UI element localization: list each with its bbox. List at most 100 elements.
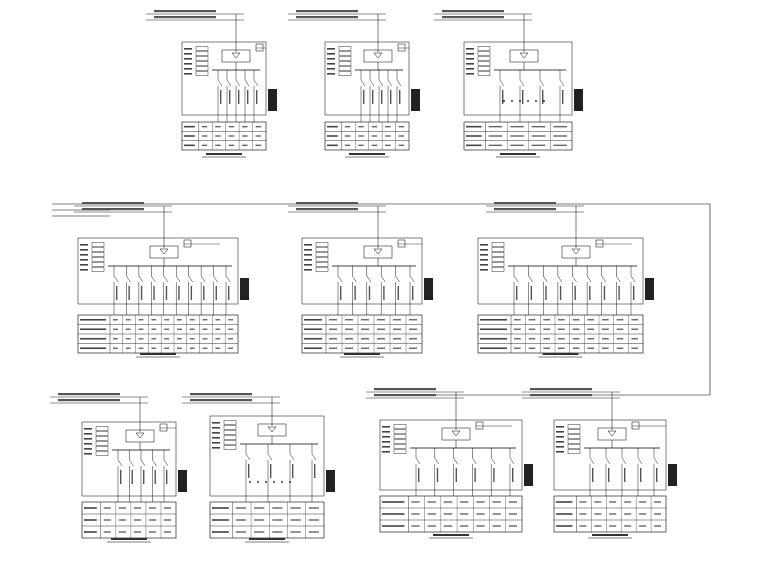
- table-row-label: [382, 513, 405, 515]
- meter-icon: [397, 239, 406, 248]
- parameter-label-text: [480, 254, 488, 256]
- feeder-label-text: [296, 208, 358, 211]
- surge-protector-label: [326, 470, 335, 492]
- panel-enclosure: [209, 415, 325, 497]
- circuit-breaker-contact: [557, 275, 563, 283]
- table-cell-value: [398, 135, 404, 137]
- table-cell-value: [398, 144, 404, 147]
- table-row-label: [480, 318, 507, 321]
- table-row-label: [466, 135, 482, 137]
- parameter-label-text: [84, 453, 92, 455]
- circuit-breaker-contact: [117, 459, 123, 467]
- parameter-value-box: [195, 66, 209, 71]
- circuit-label-text: [292, 464, 294, 478]
- table-cell-value: [602, 328, 609, 330]
- parameter-value-box: [393, 424, 407, 429]
- circuit-label-text: [436, 468, 439, 482]
- circuit-label-text: [502, 90, 504, 104]
- circuit-label-text: [455, 468, 457, 482]
- table-cell-value: [443, 501, 453, 503]
- table-cell-value: [189, 338, 195, 340]
- spare-dot: [535, 100, 537, 102]
- load-table: [379, 495, 523, 533]
- table-cell-value: [602, 338, 609, 340]
- table-cell-value: [510, 125, 524, 128]
- parameter-label-text: [212, 447, 220, 449]
- table-cell-value: [377, 338, 385, 340]
- panel-caption-text: [349, 153, 385, 155]
- table-row-label: [84, 531, 97, 533]
- breaker-triangle-icon: [373, 248, 383, 255]
- circuit-breaker-contact: [589, 457, 595, 465]
- circuit-label-text: [143, 470, 145, 484]
- panel-p6: [477, 202, 654, 358]
- parameter-label-text: [212, 442, 220, 444]
- circuit-label-text: [474, 468, 476, 482]
- table-cell-value: [609, 525, 617, 527]
- table-row-label: [327, 144, 338, 147]
- feeder-label-text: [296, 10, 358, 13]
- parameter-label-text: [480, 259, 488, 261]
- parameter-value-box: [491, 262, 505, 267]
- circuit-breaker-contact: [586, 275, 592, 283]
- circuit-breaker-contact: [519, 79, 525, 87]
- parameter-label-text: [184, 48, 192, 50]
- table-cell-value: [631, 338, 638, 340]
- panel-enclosure: [379, 419, 523, 491]
- parameter-label-text: [80, 264, 88, 266]
- circuit-label-text: [545, 286, 547, 300]
- breaker-triangle-icon: [267, 426, 277, 433]
- table-cell-value: [476, 525, 485, 527]
- table-cell-value: [361, 328, 369, 330]
- table-cell-value: [228, 125, 235, 128]
- table-cell-value: [272, 507, 283, 509]
- parameter-value-box: [91, 252, 105, 257]
- parameter-value-box: [338, 71, 352, 76]
- table-cell-value: [492, 501, 501, 503]
- table-cell-value: [272, 531, 283, 533]
- circuit-breaker-contact: [138, 275, 144, 283]
- circuit-label-text: [418, 468, 420, 482]
- feeder-label-text: [296, 16, 358, 19]
- table-cell-value: [242, 125, 248, 128]
- circuit-label-text: [228, 286, 230, 300]
- panel-caption-text: [500, 153, 536, 155]
- circuit-breaker-contact: [235, 79, 241, 87]
- parameter-label-text: [382, 451, 390, 453]
- meter-icon: [255, 43, 264, 52]
- table-row-label: [304, 347, 322, 350]
- parameter-label-text: [327, 58, 335, 60]
- table-row-label: [80, 347, 106, 350]
- parameter-label-text: [84, 433, 92, 435]
- parameter-label-text: [80, 259, 88, 261]
- parameter-value-box: [393, 444, 407, 449]
- table-cell-value: [528, 347, 536, 349]
- circuit-breaker-contact: [244, 79, 250, 87]
- table-cell-value: [616, 338, 624, 340]
- table-cell-value: [189, 347, 195, 349]
- table-row-label: [304, 337, 322, 340]
- circuit-label-text: [656, 468, 658, 482]
- panel-p8: [182, 393, 335, 543]
- feeder-label-text: [296, 202, 358, 205]
- circuit-breaker-contact: [434, 457, 439, 465]
- parameter-value-box: [477, 56, 491, 61]
- circuit-label-text: [220, 90, 222, 104]
- load-table: [324, 121, 410, 151]
- parameter-value-box: [491, 252, 505, 257]
- table-cell-value: [113, 338, 118, 340]
- table-cell-value: [602, 347, 609, 349]
- parameter-value-box: [91, 257, 105, 262]
- circuit-breaker-contact: [163, 275, 168, 283]
- table-cell-value: [228, 338, 233, 340]
- table-cell-value: [476, 513, 485, 515]
- table-cell-value: [242, 144, 248, 147]
- table-cell-value: [201, 135, 208, 137]
- parameter-label-text: [304, 254, 312, 256]
- table-cell-value: [133, 519, 141, 521]
- circuit-label-text: [383, 286, 385, 300]
- table-cell-value: [398, 125, 404, 128]
- panel-caption-text: [344, 353, 380, 355]
- table-cell-value: [639, 513, 647, 515]
- table-cell-value: [587, 347, 594, 349]
